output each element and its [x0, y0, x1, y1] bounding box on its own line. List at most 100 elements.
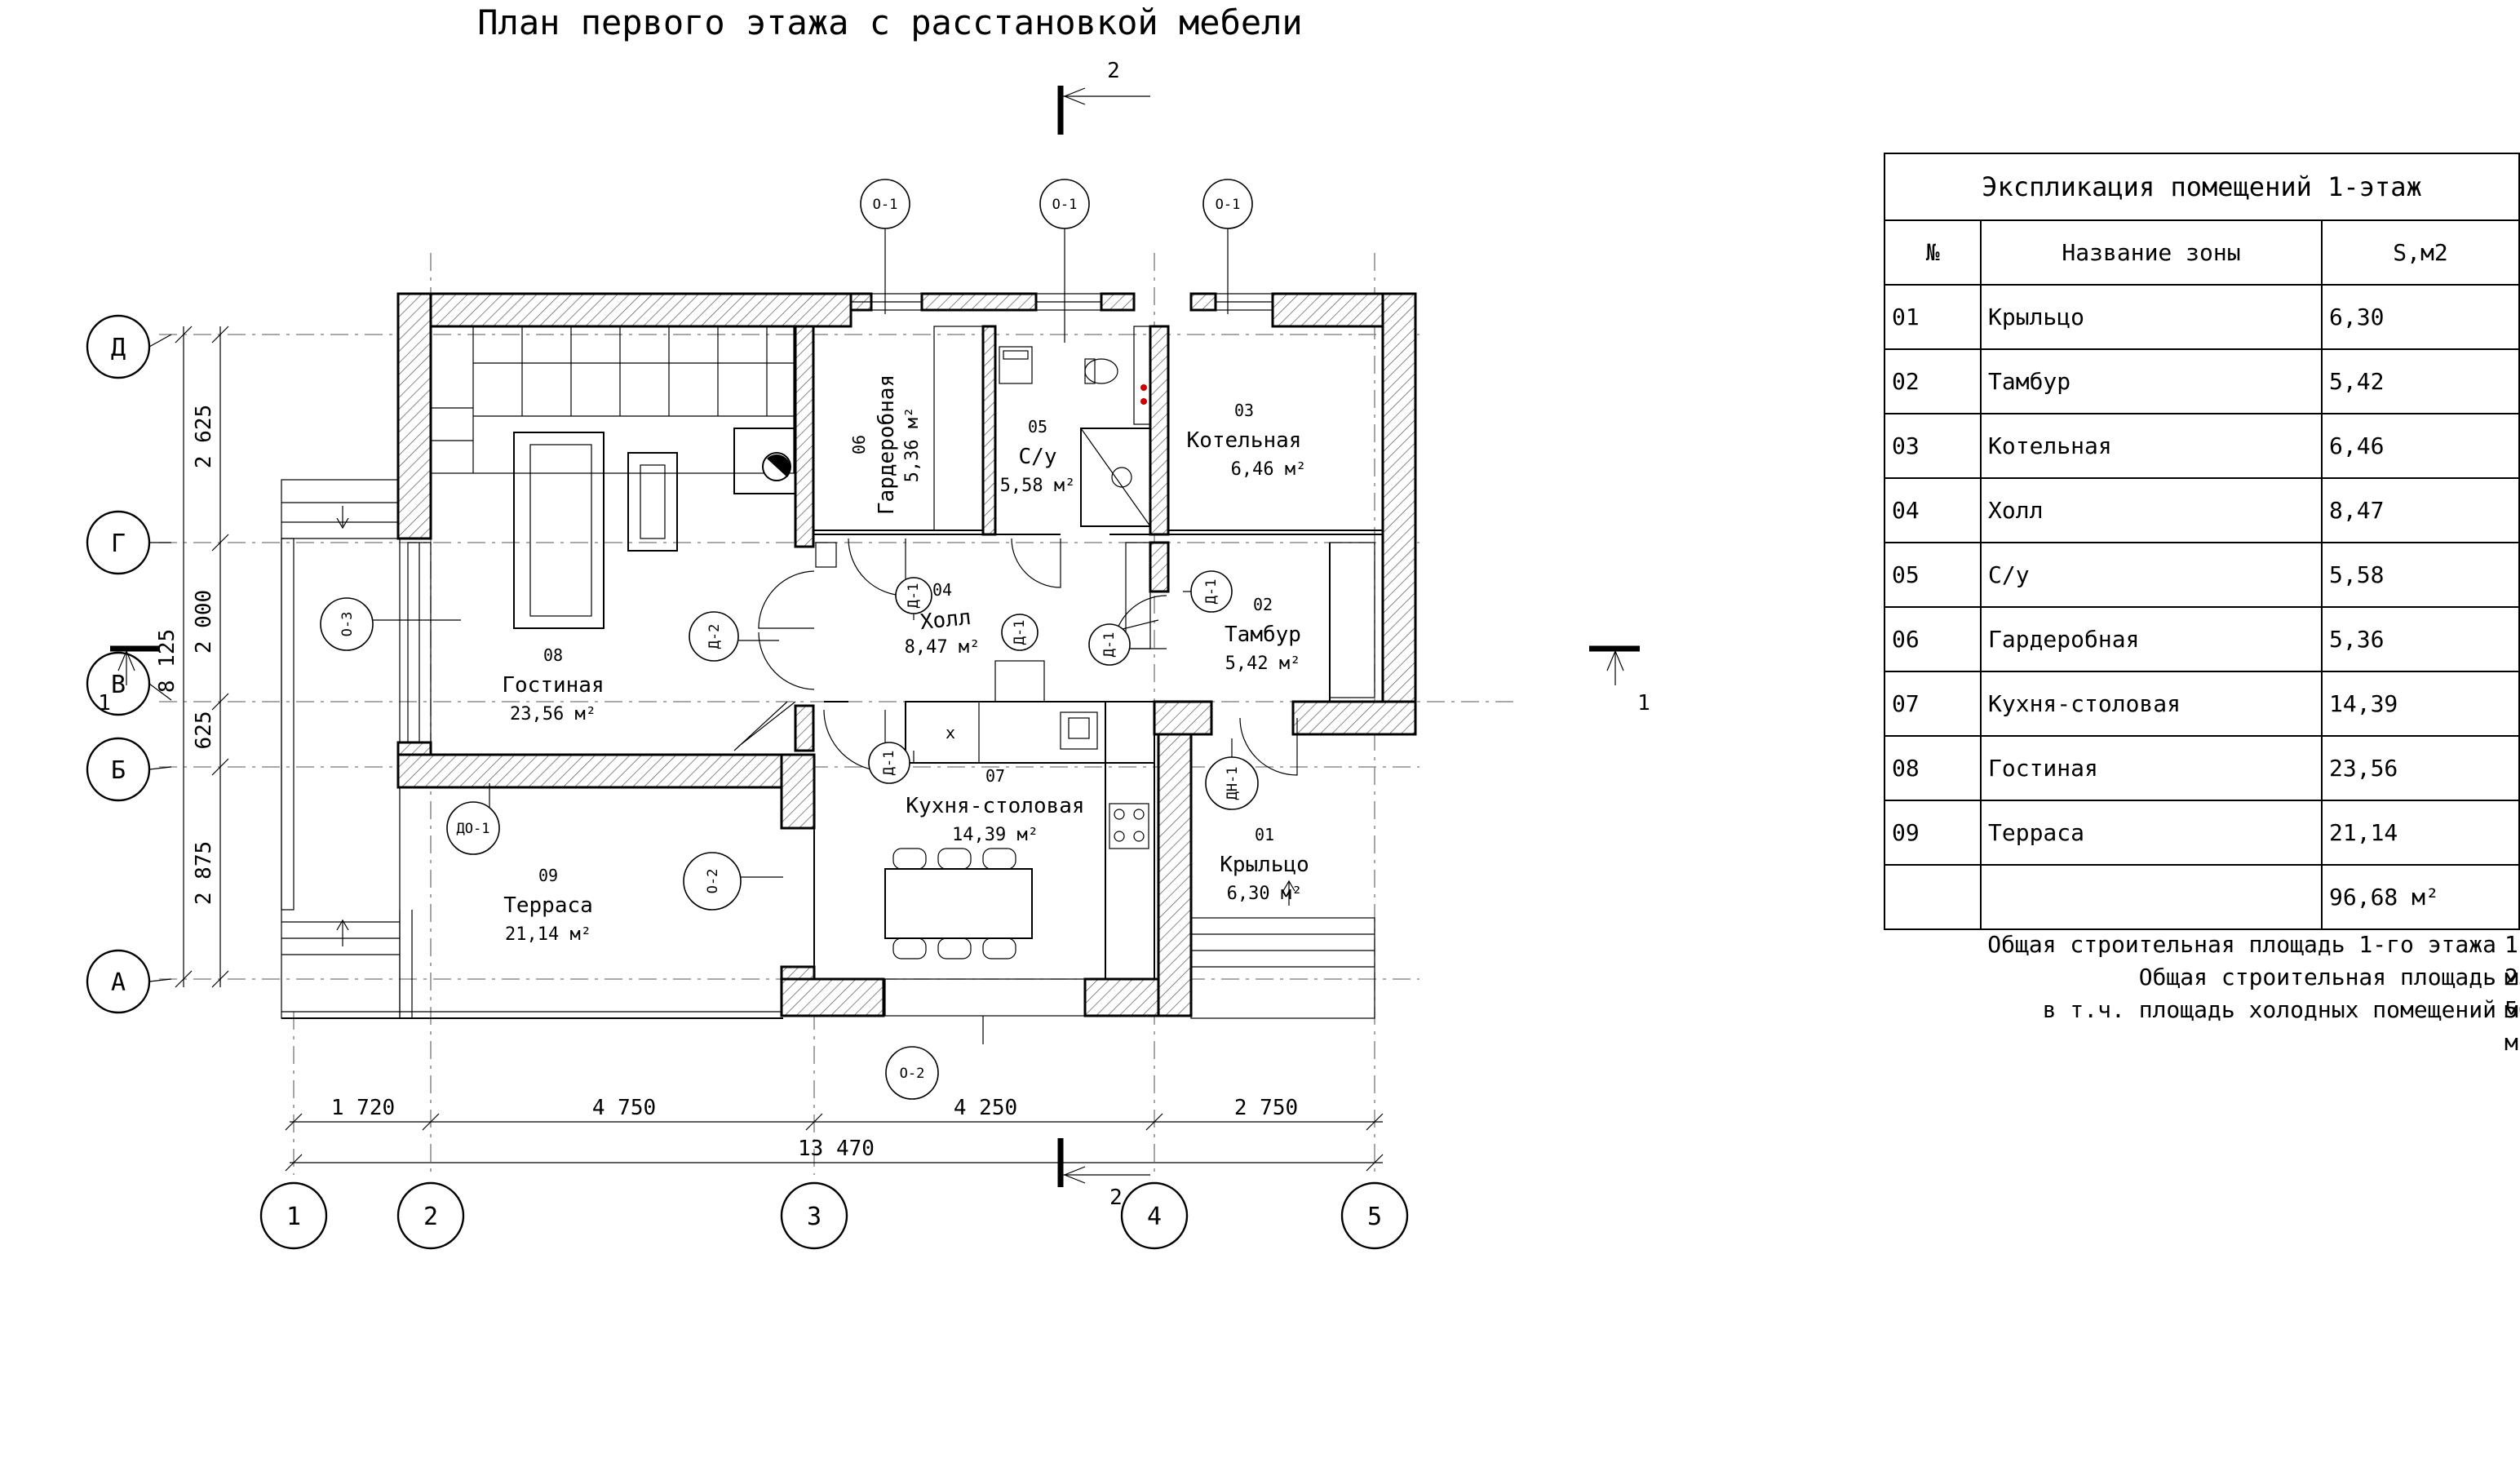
- axis-marker-row-А: А: [86, 949, 151, 1014]
- cell-name: Котельная: [1980, 413, 2323, 479]
- total-value: 121,64 м²: [2504, 931, 2520, 990]
- svg-text:23,56 м²: 23,56 м²: [510, 704, 596, 725]
- svg-text:5,36 м²: 5,36 м²: [902, 407, 923, 483]
- kitchen-furniture: [884, 542, 1155, 1017]
- cell-area: 5,42: [2321, 348, 2520, 414]
- axis-marker-row-В: В: [86, 651, 151, 716]
- header-number: №: [1884, 219, 1982, 286]
- svg-text:Тамбур: Тамбур: [1225, 623, 1301, 647]
- svg-text:03: 03: [1234, 401, 1254, 420]
- total-value: 255,76 м²: [2504, 964, 2520, 1023]
- svg-text:Крыльцо: Крыльцо: [1220, 853, 1309, 877]
- svg-text:Гостиная: Гостиная: [502, 673, 604, 698]
- cell-number: 02: [1884, 348, 1982, 414]
- svg-text:С/у: С/у: [1019, 445, 1057, 469]
- svg-text:2 625: 2 625: [192, 405, 216, 468]
- axis-marker-col-4: 4: [1120, 1181, 1189, 1250]
- room-label-06: 06 Гардеробная 5,36 м²: [849, 374, 923, 515]
- room-label-05: 05 С/у 5,58 м²: [1000, 417, 1076, 496]
- cell-area: 8,47: [2321, 477, 2520, 543]
- svg-text:06: 06: [849, 435, 869, 454]
- svg-text:8,47 м²: 8,47 м²: [905, 637, 981, 658]
- bathroom-fixtures: [999, 346, 1151, 527]
- stove-mark: x: [946, 723, 955, 742]
- cell-number: 06: [1884, 606, 1982, 672]
- room-label-01: 01 Крыльцо 6,30 м²: [1220, 825, 1309, 904]
- svg-text:Котельная: Котельная: [1187, 428, 1302, 453]
- cell-area: 5,36: [2321, 606, 2520, 672]
- svg-text:Б: Б: [111, 756, 126, 785]
- svg-text:Д-1: Д-1: [881, 751, 897, 776]
- tag-d1-hall: Д-1: [895, 577, 932, 614]
- svg-text:02: 02: [1253, 595, 1273, 614]
- svg-text:О-2: О-2: [705, 869, 721, 894]
- svg-text:4 750: 4 750: [592, 1096, 656, 1120]
- tag-o2-bottom: О-2: [885, 1046, 939, 1100]
- tag-o1-c: О-1: [1202, 179, 1253, 229]
- svg-text:21,14 м²: 21,14 м²: [505, 924, 591, 945]
- drawing-title: План первого этажа с расстановкой мебели: [477, 2, 1302, 42]
- cell-total-area: 96,68 м²: [2321, 864, 2520, 930]
- cell-area: 23,56: [2321, 735, 2520, 801]
- total-label: Общая строительная площадь: [2138, 964, 2496, 990]
- svg-text:1: 1: [286, 1203, 301, 1231]
- cell-number: [1884, 864, 1982, 930]
- cell-number: 08: [1884, 735, 1982, 801]
- section-mark-2-top: 2: [1057, 59, 1150, 135]
- svg-text:8 125: 8 125: [155, 629, 179, 693]
- walls: [396, 292, 1417, 1017]
- svg-text:Кухня-столовая: Кухня-столовая: [906, 794, 1084, 818]
- axis-marker-col-1: 1: [259, 1181, 328, 1250]
- axis-marker-col-2: 2: [396, 1181, 465, 1250]
- svg-text:Д: Д: [111, 334, 126, 362]
- axis-marker-row-Г: Г: [86, 510, 151, 575]
- svg-text:01: 01: [1255, 825, 1274, 844]
- total-row-cold: в т.ч. площадь холодных помещений 50,04 …: [1795, 994, 2520, 1056]
- rooms-explication-table: Экспликация помещений 1-этаж № Название …: [1884, 153, 2520, 930]
- svg-text:4 250: 4 250: [954, 1096, 1017, 1120]
- svg-text:1 720: 1 720: [331, 1096, 395, 1120]
- staircase: [430, 326, 795, 474]
- total-row-floor: Общая строительная площадь 1-го этажа 12…: [1795, 928, 2520, 990]
- axis-marker-col-3: 3: [780, 1181, 848, 1250]
- svg-text:Д-1: Д-1: [1101, 632, 1118, 658]
- tag-o1-b: О-1: [1039, 179, 1090, 229]
- svg-text:2: 2: [1109, 1185, 1123, 1210]
- svg-text:09: 09: [538, 866, 558, 885]
- tag-o2-terrace: О-2: [683, 852, 742, 911]
- cell-name: Терраса: [1980, 800, 2323, 866]
- cell-name: Гостиная: [1980, 735, 2323, 801]
- svg-text:Г: Г: [111, 530, 126, 558]
- section-mark-1-left: 1: [98, 645, 159, 716]
- cell-number: 07: [1884, 671, 1982, 737]
- tag-d2: Д-2: [689, 611, 739, 662]
- cell-name: Холл: [1980, 477, 2323, 543]
- cell-name: Тамбур: [1980, 348, 2323, 414]
- svg-text:14,39 м²: 14,39 м²: [952, 825, 1039, 845]
- total-value: 50,04 м²: [2504, 996, 2520, 1056]
- cell-area: 6,30: [2321, 284, 2520, 350]
- cell-name: [1980, 864, 2323, 930]
- table-total-row: 96,68 м²: [1884, 864, 2520, 930]
- axis-marker-row-Д: Д: [86, 314, 151, 379]
- cell-name: Гардеробная: [1980, 606, 2323, 672]
- tag-d1-boiler: Д-1: [1190, 570, 1233, 613]
- cell-number: 03: [1884, 413, 1982, 479]
- svg-text:ДО-1: ДО-1: [457, 821, 490, 837]
- total-label: в т.ч. площадь холодных помещений: [2042, 996, 2496, 1023]
- svg-text:2: 2: [1107, 59, 1120, 83]
- svg-text:А: А: [111, 968, 126, 997]
- svg-text:Гардеробная: Гардеробная: [875, 374, 899, 515]
- svg-text:Д-1: Д-1: [1203, 579, 1220, 605]
- horizontal-dimensions: 1 720 4 750 4 250 2 750 13 470: [285, 1096, 1384, 1172]
- svg-text:2 875: 2 875: [192, 841, 216, 905]
- svg-text:625: 625: [192, 711, 216, 750]
- total-label: Общая строительная площадь 1-го этажа: [1987, 931, 2496, 958]
- svg-text:ДН-1: ДН-1: [1225, 767, 1241, 800]
